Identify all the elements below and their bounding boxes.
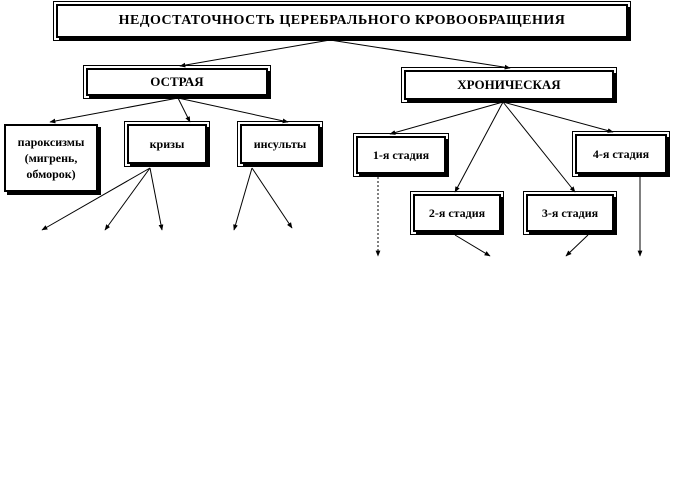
arrow-chronic-to-stage2	[454, 101, 504, 193]
stage4-node-label: 4-я стадия	[592, 146, 650, 161]
strokes-node-label: инсульты	[253, 136, 307, 151]
paroxysms-node: пароксизмы (мигрень, обморок)	[4, 124, 98, 192]
arrow-strokes-2	[251, 167, 293, 229]
crises-node-label: кризы	[149, 136, 185, 151]
stage1-node: 1-я стадия	[353, 133, 449, 177]
root-node: НЕДОСТАТОЧНОСТЬ ЦЕРЕБРАЛЬНОГО КРОВООБРАЩ…	[53, 1, 631, 41]
acute-node-label: ОСТРАЯ	[150, 74, 204, 89]
stage4-node: 4-я стадия	[572, 131, 670, 177]
arrow-root-to-chronic	[329, 39, 511, 70]
strokes-node: инсульты	[237, 121, 323, 167]
arrow-chronic-to-stage1	[389, 101, 504, 135]
paroxysms-node-label: пароксизмы (мигрень, обморок)	[17, 135, 85, 181]
arrow-acute-to-crises	[177, 97, 191, 123]
arrow-crises-3	[149, 167, 164, 231]
stage2-node: 2-я стадия	[410, 191, 504, 235]
crises-node: кризы	[124, 121, 210, 167]
arrow-chronic-to-stage4	[502, 101, 614, 133]
arrow-stage3-out	[565, 234, 589, 257]
chronic-node-label: ХРОНИЧЕСКАЯ	[457, 77, 561, 92]
arrow-strokes-1	[233, 167, 253, 231]
acute-node: ОСТРАЯ	[83, 65, 271, 99]
root-node-label: НЕДОСТАТОЧНОСТЬ ЦЕРЕБРАЛЬНОГО КРОВООБРАЩ…	[118, 13, 566, 28]
arrow-crises-2	[104, 167, 151, 231]
stage2-node-label: 2-я стадия	[428, 205, 486, 220]
arrow-chronic-to-stage3	[502, 101, 576, 193]
arrow-stage2-out	[454, 234, 491, 257]
stage3-node: 3-я стадия	[523, 191, 617, 235]
arrow-crises-1	[41, 167, 151, 231]
stage1-node-label: 1-я стадия	[372, 147, 430, 162]
arrow-root-to-acute	[179, 39, 331, 68]
arrow-acute-to-strokes	[177, 97, 289, 124]
stage3-node-label: 3-я стадия	[541, 205, 599, 220]
chronic-node: ХРОНИЧЕСКАЯ	[401, 67, 617, 103]
arrow-acute-to-paroxysms	[49, 97, 179, 124]
